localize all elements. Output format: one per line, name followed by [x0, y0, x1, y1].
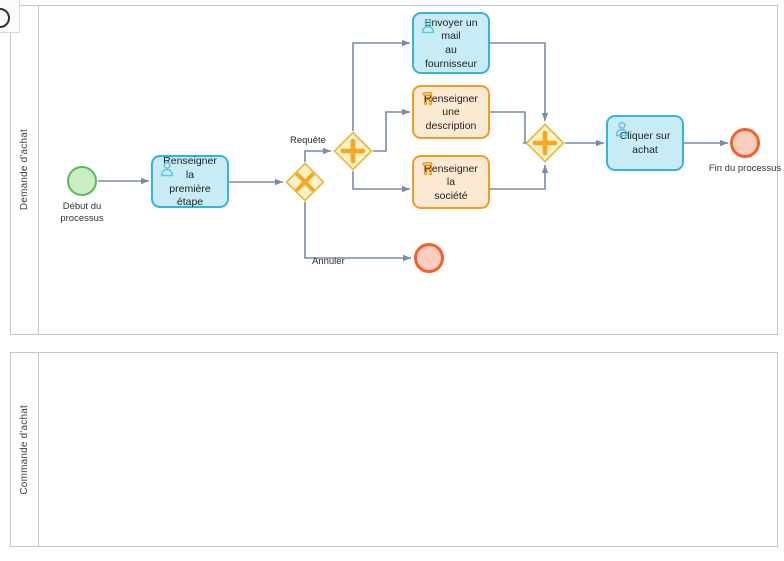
lane-header-commande-achat[interactable]: Commande d'achat	[11, 353, 39, 546]
end-event-fin-processus[interactable]	[730, 128, 760, 158]
task-label: Renseigner une description	[424, 92, 478, 132]
corner-stub	[0, 0, 20, 33]
task-renseigner-societe[interactable]: Renseigner la société	[412, 155, 490, 209]
lane-body-commande-achat	[39, 353, 777, 546]
end-event-label-fin-processus: Fin du processus	[708, 163, 782, 174]
parallel-gateway-plus-icon	[333, 131, 373, 171]
user-task-icon	[421, 18, 435, 34]
lane-label-commande-achat: Commande d'achat	[19, 404, 30, 495]
task-label: Envoyer un mail au fournisseur	[424, 16, 478, 70]
parallel-gateway-plus-icon	[525, 123, 565, 163]
task-cliquer-sur-achat[interactable]: Cliquer sur achat	[606, 115, 684, 171]
start-event[interactable]	[67, 166, 97, 196]
task-label: Renseigner la société	[424, 162, 478, 202]
parallel-gateway-split[interactable]	[333, 131, 373, 171]
flow-label-requete: Requête	[290, 135, 326, 146]
exclusive-gateway-x-icon	[285, 162, 325, 202]
exclusive-gateway[interactable]	[285, 162, 325, 202]
task-renseigner-premiere-etape[interactable]: Renseigner la première étape	[151, 155, 229, 208]
flow-label-annuler: Annuler	[312, 256, 345, 267]
task-renseigner-description[interactable]: Renseigner une description	[412, 85, 490, 139]
lane-label-demande-achat: Demande d'achat	[19, 129, 30, 211]
end-event-annuler[interactable]	[414, 243, 444, 273]
start-event-label: Début du processus	[60, 201, 104, 224]
user-task-icon	[160, 161, 174, 177]
task-envoyer-mail-fournisseur[interactable]: Envoyer un mail au fournisseur	[412, 12, 490, 74]
lane-header-demande-achat[interactable]: Demande d'achat	[11, 6, 39, 334]
pool-commande-achat[interactable]: Commande d'achat	[10, 352, 778, 547]
parallel-gateway-join[interactable]	[525, 123, 565, 163]
user-task-icon	[615, 121, 629, 137]
script-task-icon	[422, 162, 433, 176]
task-label: Renseigner la première étape	[163, 155, 217, 209]
partial-circle-icon	[0, 8, 10, 28]
script-task-icon	[422, 92, 433, 106]
